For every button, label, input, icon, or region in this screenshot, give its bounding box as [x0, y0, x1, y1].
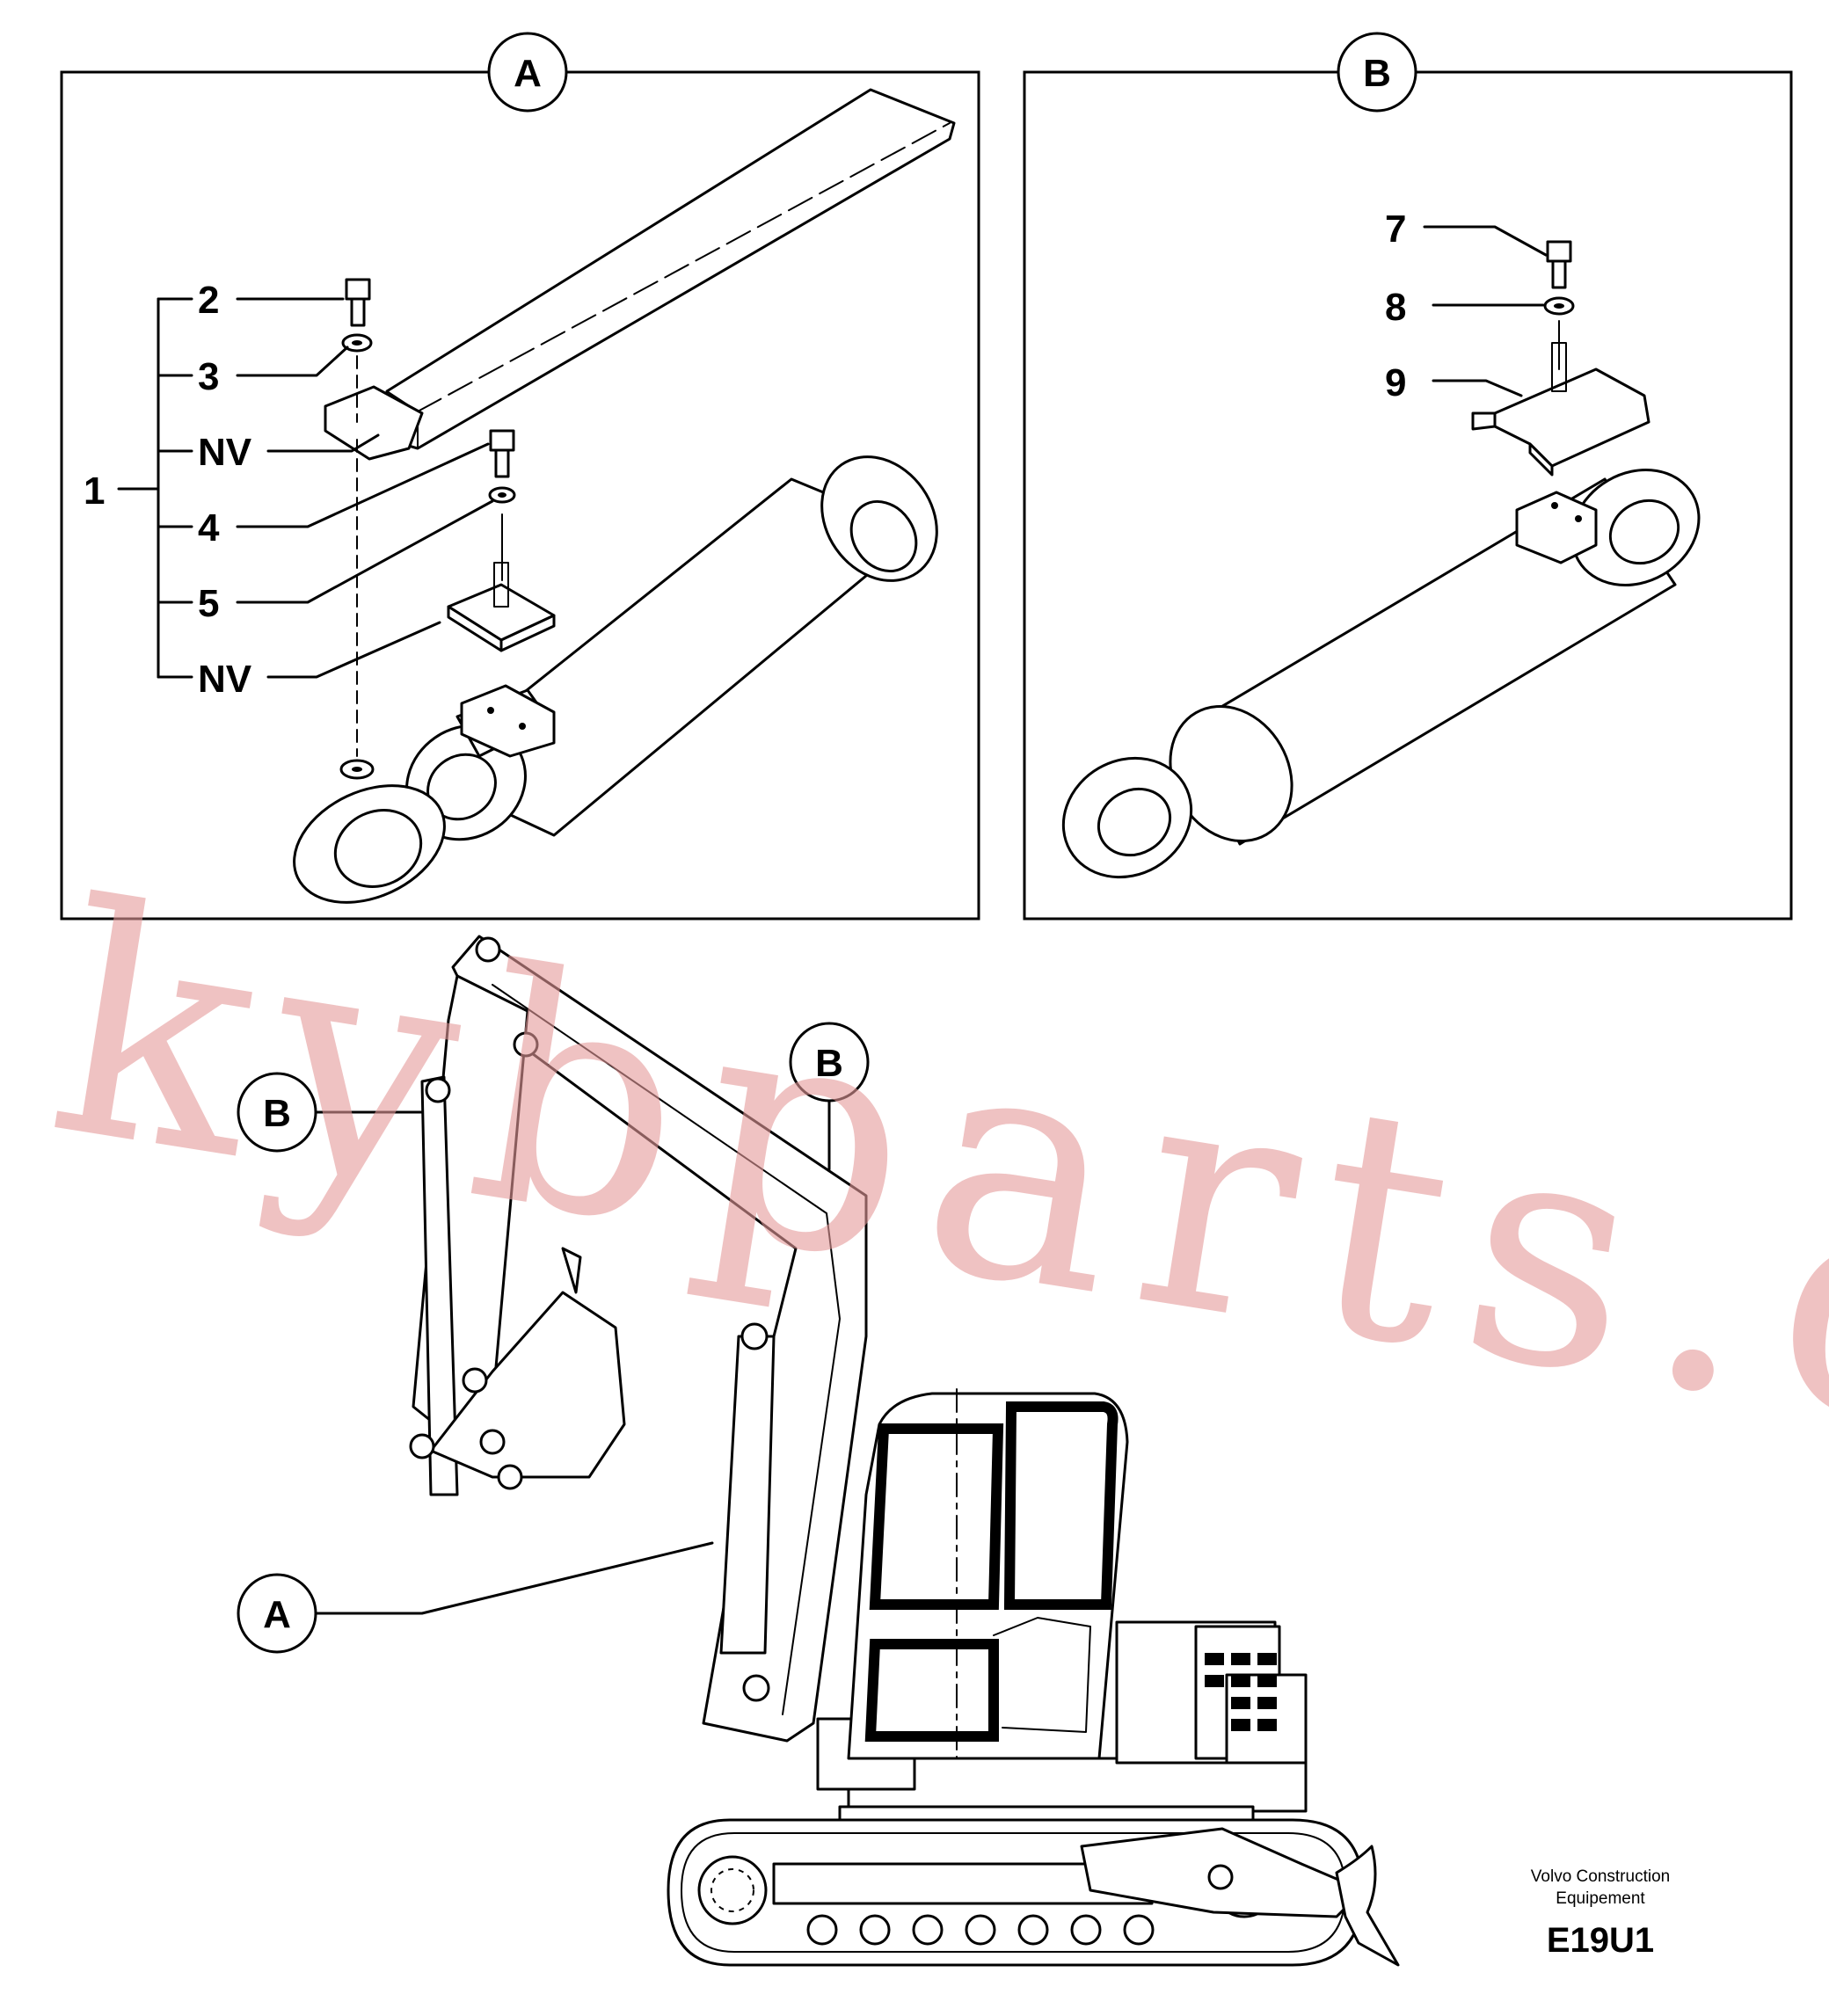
detail-a-panel: A: [60, 32, 980, 921]
cylinder-mount-block: [460, 684, 556, 758]
label-3: 3: [198, 355, 219, 398]
label-5: 5: [198, 582, 219, 625]
washer-3-hole: [352, 340, 362, 346]
credit-line-2: Equipement: [1556, 1889, 1645, 1908]
overview-callout-b-left-text: B: [263, 1092, 291, 1135]
label-nv-lower: NV: [198, 658, 252, 701]
label-7: 7: [1385, 207, 1406, 251]
cab-door-window: [1003, 1401, 1119, 1610]
detail-a-leaders: [117, 297, 494, 679]
label-1: 1: [84, 469, 105, 513]
bucket: [409, 936, 626, 1490]
detail-a-callout: A: [487, 32, 568, 113]
cab-lower-window: [864, 1639, 999, 1742]
cab-front-window: [869, 1423, 1004, 1610]
bolt-2-icon: [345, 278, 371, 327]
overview-callout-a-text: A: [263, 1593, 291, 1636]
overview-callout-a: A: [237, 1541, 714, 1654]
bolt-7-icon: [1546, 240, 1572, 289]
engine-vent-grille: [1205, 1653, 1277, 1731]
label-9: 9: [1385, 361, 1406, 404]
label-2: 2: [198, 279, 219, 322]
drawing-code: E19U1: [1547, 1921, 1654, 1960]
detail-b-callout: B: [1337, 32, 1417, 113]
bolt-4-icon: [489, 429, 515, 478]
boom-cylinder: [719, 1335, 776, 1655]
label-8: 8: [1385, 286, 1406, 329]
detail-b-panel: B 7: [1023, 32, 1793, 921]
overview-callout-b-left: B: [237, 1072, 424, 1153]
detail-b-leaders: [1423, 225, 1548, 397]
excavator-overview: [409, 935, 1400, 1967]
label-4: 4: [198, 506, 220, 549]
hydraulic-cylinder-b: [1061, 469, 1701, 879]
guard-bracket-9: [1471, 342, 1650, 477]
credit-line-1: Volvo Construction: [1531, 1867, 1670, 1886]
guard-mount-bracket: [324, 385, 424, 461]
cylinder-b-mount-block: [1515, 491, 1598, 564]
overview-callout-b-top-text: B: [815, 1042, 843, 1085]
hydraulic-cylinder-a: [293, 455, 938, 904]
operator-cab: [847, 1388, 1129, 1760]
guard-plate: [324, 88, 956, 461]
detail-a-callout-text: A: [514, 52, 542, 95]
detail-b-callout-text: B: [1363, 52, 1391, 95]
dozer-blade: [1080, 1827, 1400, 1967]
overview-callout-b-top: B: [789, 1022, 870, 1171]
label-nv-upper: NV: [198, 431, 252, 474]
spacer-plate: [447, 562, 556, 652]
